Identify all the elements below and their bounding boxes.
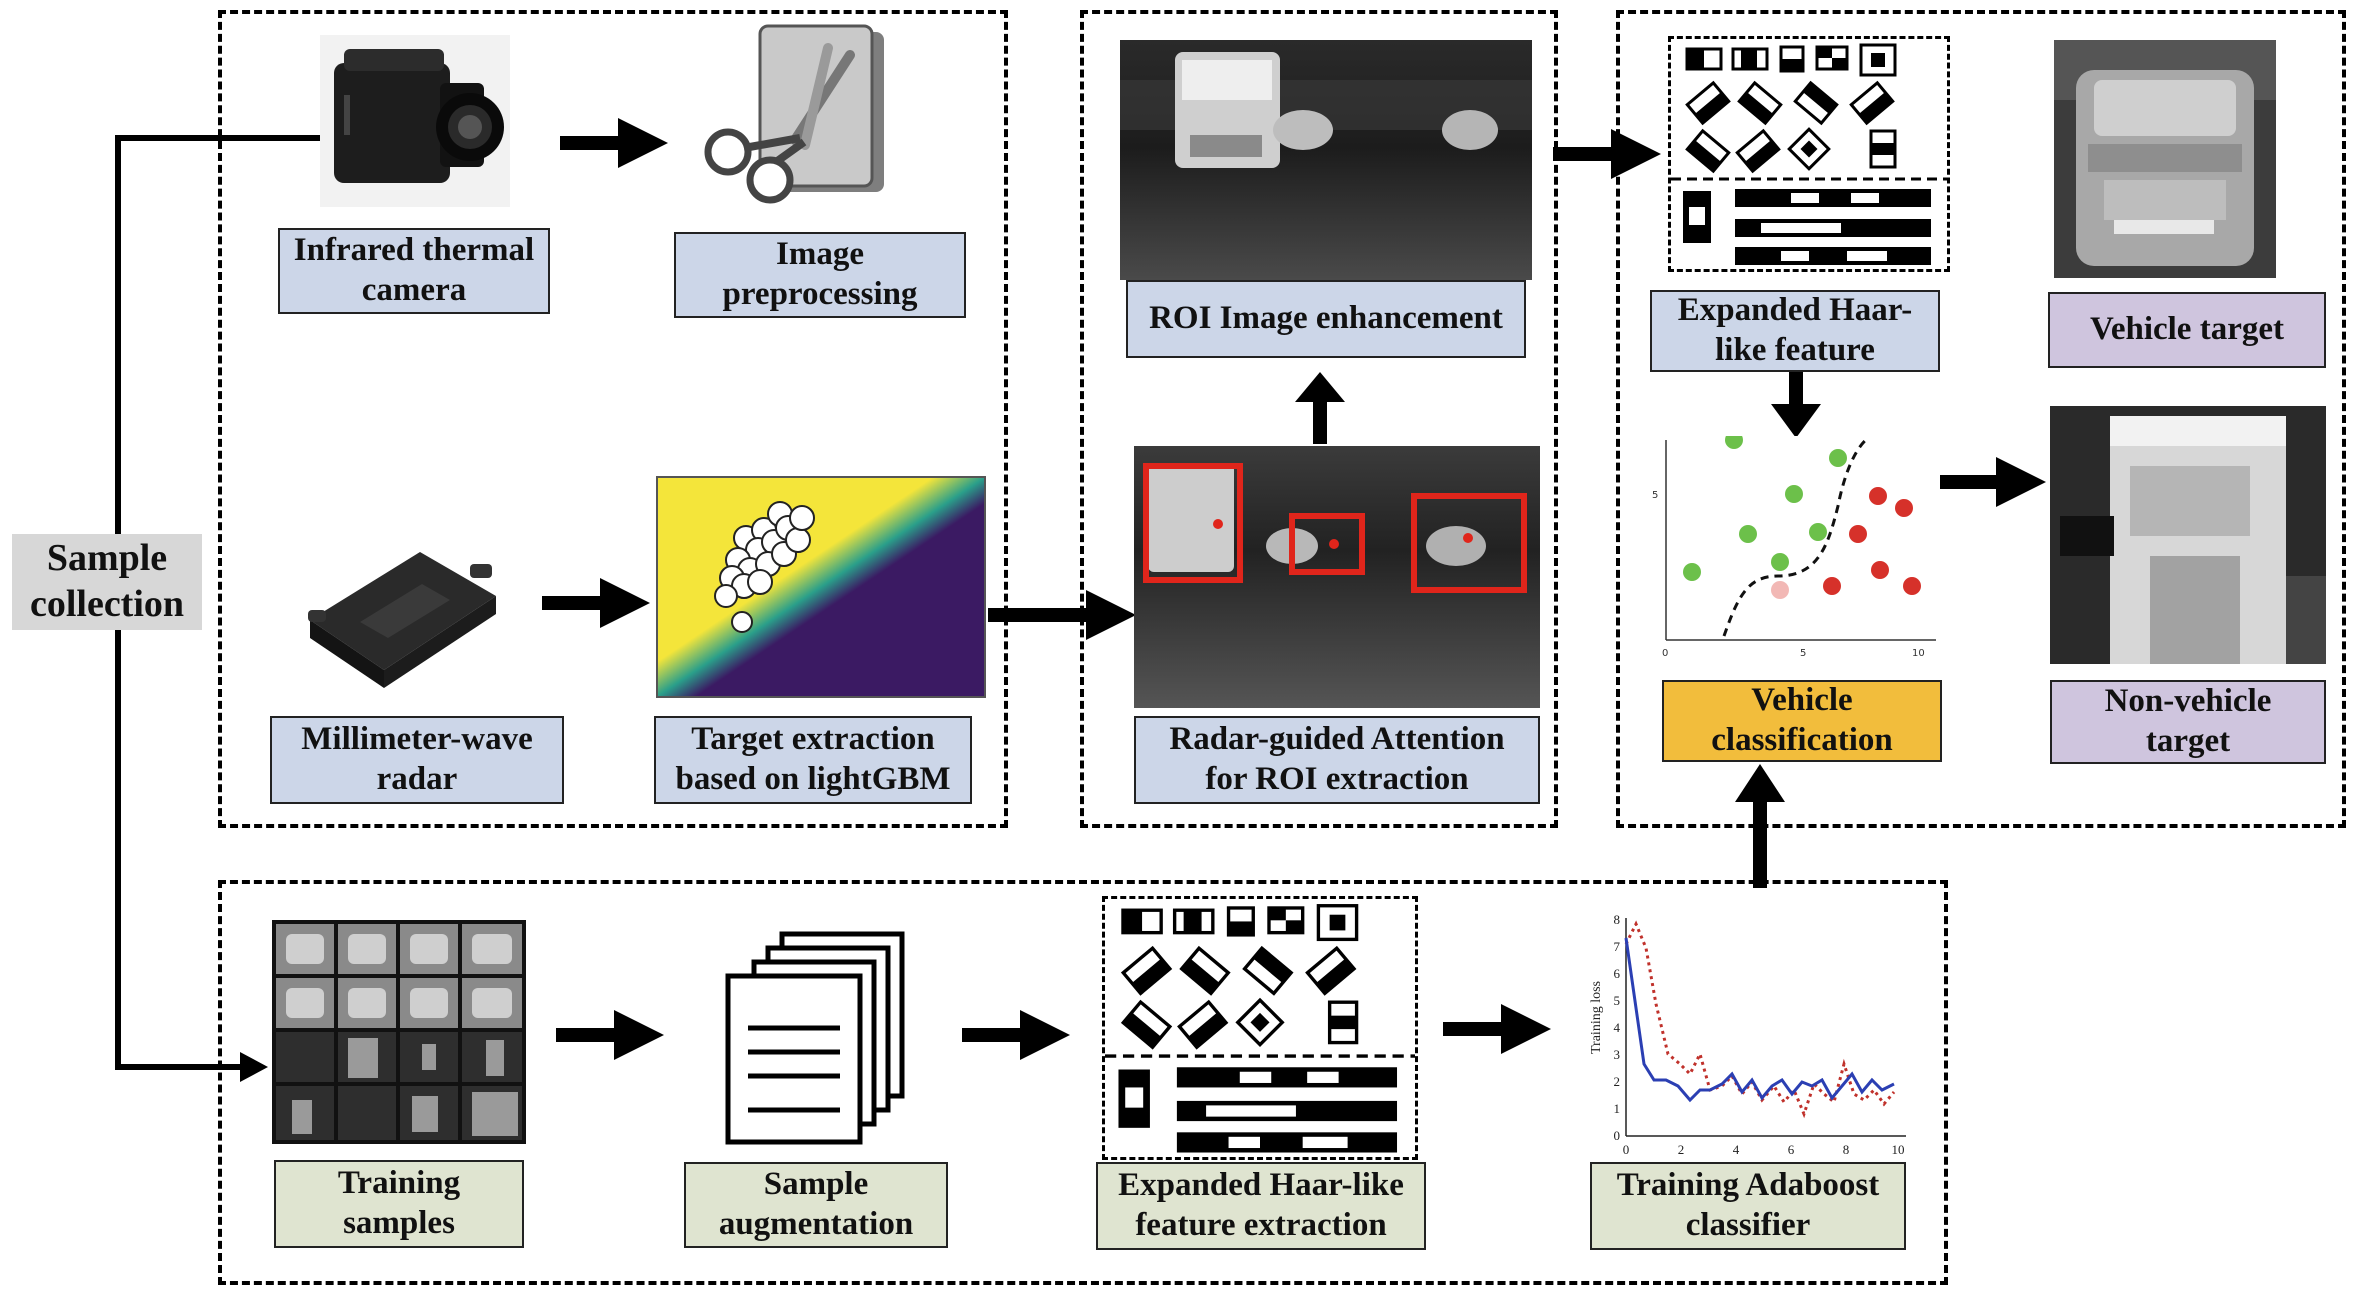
training-samples-grid [272,920,526,1144]
loss-x-tick-6: 6 [1788,1142,1795,1157]
loss-y-tick-6: 6 [1614,966,1621,981]
training-region [218,880,1948,1285]
radar-attention-label: Radar-guided Attention for ROI extractio… [1134,716,1540,804]
sensor-region [218,10,1008,828]
roi-enhancement-label: ROI Image enhancement [1126,280,1526,358]
sample-collection-label: Sample collection [12,534,202,630]
haar-extraction-panel [1102,896,1418,1160]
scatter-x-tick-10: 10 [1912,648,1925,659]
sample-augmentation-label: Sample augmentation [684,1162,948,1248]
loss-y-tick-7: 7 [1614,939,1621,954]
vehicle-target-label: Vehicle target [2048,292,2326,368]
loss-y-tick-8: 8 [1614,912,1621,927]
training-loss-chart: Training loss 0 1 2 3 4 5 6 7 8 0 2 4 6 … [1582,904,1912,1160]
loss-y-tick-4: 4 [1614,1020,1621,1035]
loss-y-label: Training loss [1589,981,1604,1054]
loss-series-red-dotted [1624,920,1896,1119]
loss-y-tick-2: 2 [1614,1074,1621,1089]
training-samples-label: Training samples [274,1160,524,1248]
loss-x-tick-0: 0 [1623,1142,1630,1157]
thermal-camera-icon [320,35,510,207]
mmwave-radar-label: Millimeter-wave radar [270,716,564,804]
document-stack-icon [704,924,926,1150]
loss-y-tick-5: 5 [1614,993,1621,1008]
loss-x-tick-8: 8 [1843,1142,1850,1157]
loss-series-blue-solid [1624,937,1895,1103]
radar-device-icon [300,540,500,700]
lightgbm-decision-plot [656,476,986,698]
radar-attention-image [1134,446,1540,708]
non-vehicle-target-image [2050,406,2326,664]
scatter-x-tick-5: 5 [1800,648,1806,659]
arrow-to-training-samples [240,1052,268,1082]
classification-scatter-plot: 5 0 5 10 [1648,436,1940,662]
roi-enhanced-thermal-image [1120,40,1532,280]
infrared-camera-label: Infrared thermal camera [278,228,550,314]
target-extraction-label: Target extraction based on lightGBM [654,716,972,804]
loss-x-tick-2: 2 [1678,1142,1685,1157]
loss-y-tick-0: 0 [1614,1128,1621,1143]
training-adaboost-label: Training Adaboost classifier [1590,1162,1906,1250]
haar-extraction-label: Expanded Haar-like feature extraction [1096,1162,1426,1250]
scatter-x-tick-0: 0 [1662,648,1668,659]
haar-feature-panel [1668,36,1950,272]
loss-x-tick-4: 4 [1733,1142,1740,1157]
loss-x-tick-10: 10 [1892,1142,1905,1157]
scatter-y-tick: 5 [1652,490,1658,501]
roi-region [1080,10,1558,828]
expanded-haar-label: Expanded Haar- like feature [1650,290,1940,372]
block-arrows [542,118,2046,1060]
vehicle-target-image [2054,40,2276,278]
loss-y-tick-1: 1 [1614,1101,1621,1116]
image-preprocessing-label: Image preprocessing [674,232,966,318]
scissors-icon [700,20,900,215]
vehicle-classification-label: Vehicle classification [1662,680,1942,762]
loss-y-tick-3: 3 [1614,1047,1621,1062]
classification-region [1616,10,2346,828]
non-vehicle-target-label: Non-vehicle target [2050,680,2326,764]
